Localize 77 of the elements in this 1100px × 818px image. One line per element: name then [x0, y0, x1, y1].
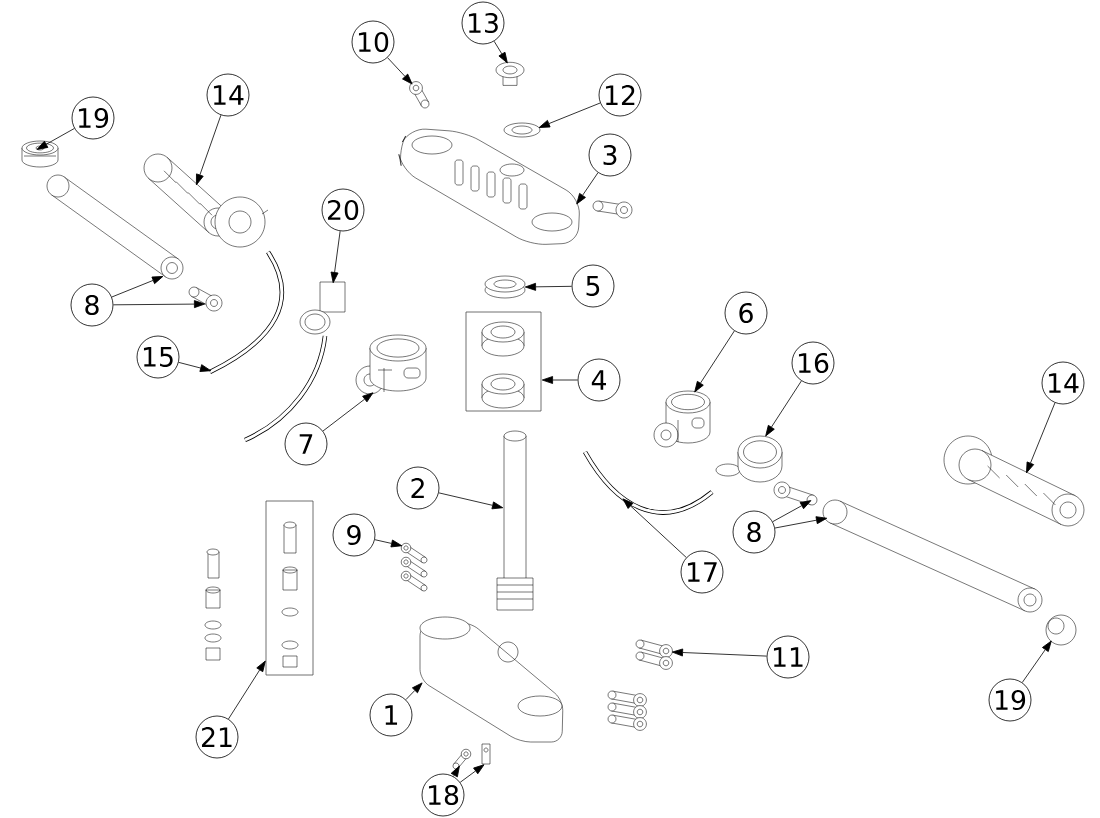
leader-line [493, 40, 508, 64]
leader-line [694, 330, 735, 393]
callout-number: 5 [571, 264, 615, 308]
leader-line [576, 172, 599, 205]
switch-drawing [715, 435, 783, 483]
leader-line [36, 128, 75, 150]
clamp-drawing [299, 281, 346, 335]
bolts-drawing [400, 542, 428, 592]
washer-drawing [503, 122, 541, 138]
callout-number: 19 [71, 96, 115, 140]
callout-number: 13 [461, 1, 505, 45]
leader-line [772, 500, 812, 523]
leader-line [538, 102, 601, 128]
bracket-drawing [481, 743, 491, 765]
callout-number: 18 [421, 773, 465, 817]
leader-line [450, 765, 460, 778]
leader-line [438, 492, 504, 510]
leader-line [330, 230, 341, 284]
callout-number: 14 [1041, 361, 1085, 405]
callout-number: 21 [195, 715, 239, 759]
callout-number: 1 [369, 693, 413, 737]
tube-drawing [822, 499, 1043, 613]
leader-line [459, 764, 485, 783]
callout-number: 15 [136, 335, 180, 379]
leader-line [671, 648, 768, 657]
leader-line [765, 380, 802, 437]
tube-drawing [46, 174, 184, 280]
leader-line [111, 276, 164, 298]
bolt-drawing [452, 748, 472, 770]
callout-number: 9 [332, 513, 376, 557]
stem-drawing [496, 430, 534, 611]
callout-number: 20 [321, 188, 365, 232]
callout-number: 17 [680, 550, 724, 594]
leader-line [622, 498, 687, 558]
hardware-kit-drawing [265, 500, 314, 676]
clamp-drawing [653, 390, 711, 448]
nut-drawing [495, 62, 525, 86]
leader-line [1026, 402, 1056, 474]
leader-line [524, 282, 572, 291]
leader-line [196, 114, 222, 186]
leader-line [387, 57, 413, 85]
leader-line [374, 539, 403, 548]
callout-number: 8 [70, 283, 114, 327]
leader-line [178, 361, 212, 372]
callout-number: 10 [351, 20, 395, 64]
leader-line [322, 392, 374, 432]
callout-number: 3 [588, 133, 632, 177]
bolt-drawing [773, 481, 818, 506]
callout-number: 8 [732, 510, 776, 554]
callout-number: 11 [766, 635, 810, 679]
nut-drawing [484, 275, 526, 299]
triple-clamp-drawing [398, 128, 580, 245]
leader-line [1021, 640, 1052, 683]
leader-line [113, 300, 206, 309]
cap-drawing [21, 140, 59, 168]
cap-drawing [1045, 614, 1077, 646]
grip-drawing [943, 435, 1085, 527]
cable-drawing [208, 250, 284, 374]
grip-drawing [143, 153, 269, 248]
bolt-drawing [409, 81, 430, 109]
leader-line [774, 516, 828, 529]
leader-line [541, 376, 578, 384]
triple-clamp-drawing [419, 616, 563, 743]
callout-number: 16 [791, 341, 835, 385]
clamp-drawing [355, 334, 427, 395]
callout-number: 2 [396, 466, 440, 510]
leader-line [405, 682, 423, 701]
cable-drawing [583, 450, 714, 515]
bearing-drawing [465, 311, 542, 412]
callout-number: 19 [988, 678, 1032, 722]
leader-line [228, 660, 266, 720]
callout-number: 4 [577, 358, 621, 402]
callout-number: 7 [284, 422, 328, 466]
callout-number: 6 [724, 291, 768, 335]
callout-number: 14 [206, 73, 250, 117]
bolts-drawing [635, 639, 673, 670]
callout-number: 12 [598, 73, 642, 117]
